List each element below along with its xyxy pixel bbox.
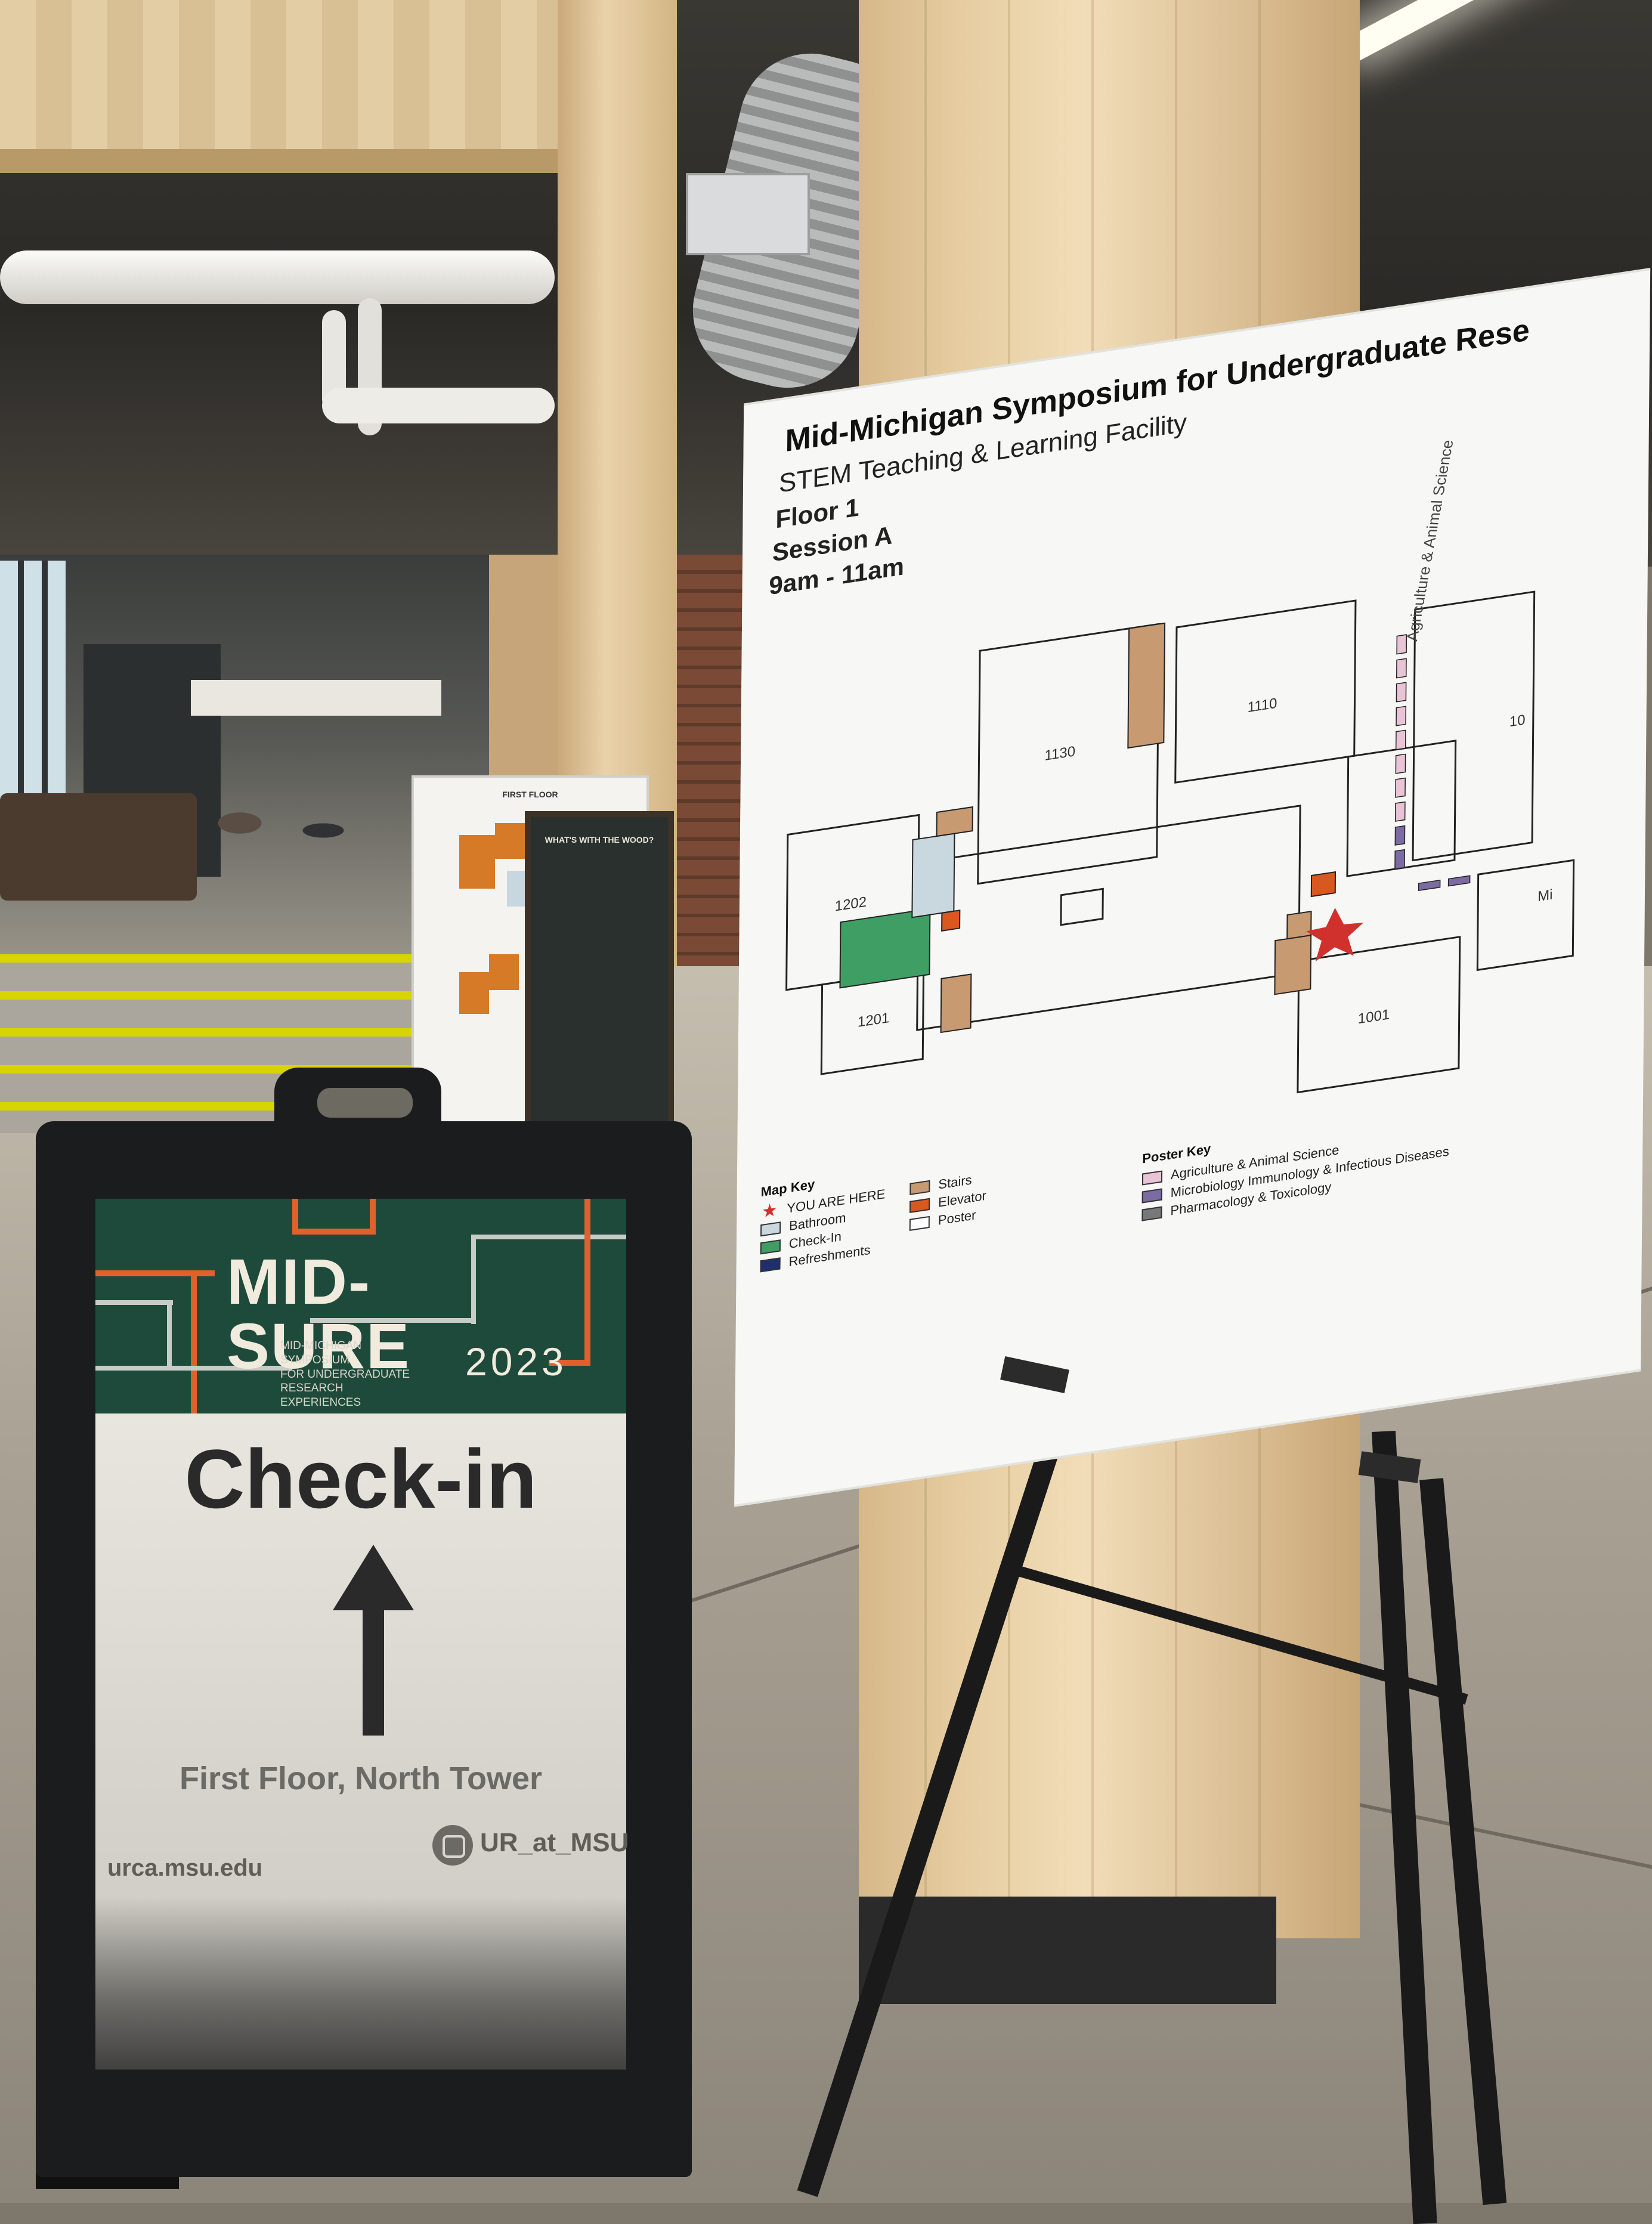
elevator [941,910,961,932]
poster-swatch [909,1215,930,1231]
check-in-heading: Check-in [184,1432,537,1526]
window [0,561,66,799]
subtitle-line: MID-MICHIGAN SYMPOSIUM [280,1340,362,1366]
info-board-heading: WHAT'S WITH THE WOOD? [545,835,654,845]
sign-title: MID-SURE [227,1245,411,1382]
room-small [1060,887,1104,926]
circuit-trace [471,1235,476,1324]
hallway [916,805,1301,1031]
white-pipe [0,250,555,304]
circuit-trace [292,1229,376,1235]
stairs [936,806,973,837]
bathroom-swatch [760,1221,781,1237]
circuit-trace [292,1199,298,1235]
room-label: 1130 [1044,743,1075,764]
circuit-trace [471,1235,626,1239]
sign-header [95,1199,626,1413]
room-10 [1412,590,1536,862]
you-are-here-star [1306,908,1364,962]
poster-agriculture [1394,634,1407,822]
room-label: 1201 [858,1010,890,1031]
circuit-trace [95,1300,173,1305]
website-url: urca.msu.edu [107,1855,263,1881]
stairs [1127,622,1166,749]
elevator [1310,871,1337,898]
circuit-trace [370,1199,376,1235]
room-label: 1202 [835,894,867,915]
arrow-up-icon [333,1545,414,1610]
refreshments-swatch [760,1257,781,1273]
arrow-up-icon-shaft [363,1604,384,1736]
duct-housing [686,173,810,255]
pharmacology-swatch [1141,1206,1162,1221]
room-label: 1001 [1358,1007,1390,1028]
circuit-trace [549,1360,590,1366]
circuit-trace [95,1270,215,1276]
star-icon: ★ [761,1199,778,1223]
poster-microbiology [1394,825,1471,892]
circuit-trace [191,1270,197,1413]
check-in-area [839,908,931,989]
stairs-swatch [909,1180,930,1195]
subtitle-line: RESEARCH EXPERIENCES [280,1382,361,1409]
subtitle-line: FOR UNDERGRADUATE [280,1368,410,1381]
sign-subtitle: MID-MICHIGAN SYMPOSIUM FOR UNDERGRADUATE… [280,1339,423,1410]
map-poster: Mid-Michigan Symposium for Undergraduate… [734,245,1652,1505]
circuit-trace [584,1199,590,1366]
room-1110 [1174,599,1357,784]
room-label: 1110 [1248,695,1277,716]
stairs [1286,910,1312,940]
room-label: Mi [1537,887,1553,905]
agriculture-swatch [1141,1170,1163,1186]
wood-ceiling-panel [0,0,561,167]
ceiling-beam [0,149,561,173]
white-pipe-bend [322,388,555,423]
social-handle: UR_at_MSU [480,1828,629,1857]
circuit-trace [167,1300,172,1366]
circuit-trace [310,1318,476,1323]
location-text: First Floor, North Tower [179,1761,542,1796]
circuit-trace [95,1366,292,1371]
room-1001 [1297,936,1461,1094]
handle-slot [317,1088,413,1118]
sign-year: 2023 [465,1340,567,1384]
room-mi [1476,859,1575,972]
pillar-base [859,1897,1276,2004]
elevator-swatch [909,1198,930,1213]
room-label: 10 [1509,712,1526,730]
sign-reflection [95,1897,626,2070]
lounge-furniture [0,793,197,901]
floor-plan: 1130 1110 1202 1201 1001 10 Mi [785,590,1575,1094]
floor-label: FIRST FLOOR [502,790,558,799]
bathroom [911,833,955,918]
mezzanine-balcony [191,680,441,716]
stairs [1274,934,1312,995]
microbiology-swatch [1141,1188,1162,1204]
stairs [940,973,972,1034]
map-poster-frame: Mid-Michigan Symposium for Undergraduate… [734,79,1652,1529]
info-board: WHAT'S WITH THE WOOD? [525,811,674,1133]
check-in-swatch [760,1239,781,1255]
instagram-icon-inner [443,1835,465,1858]
instagram-icon [432,1825,473,1866]
